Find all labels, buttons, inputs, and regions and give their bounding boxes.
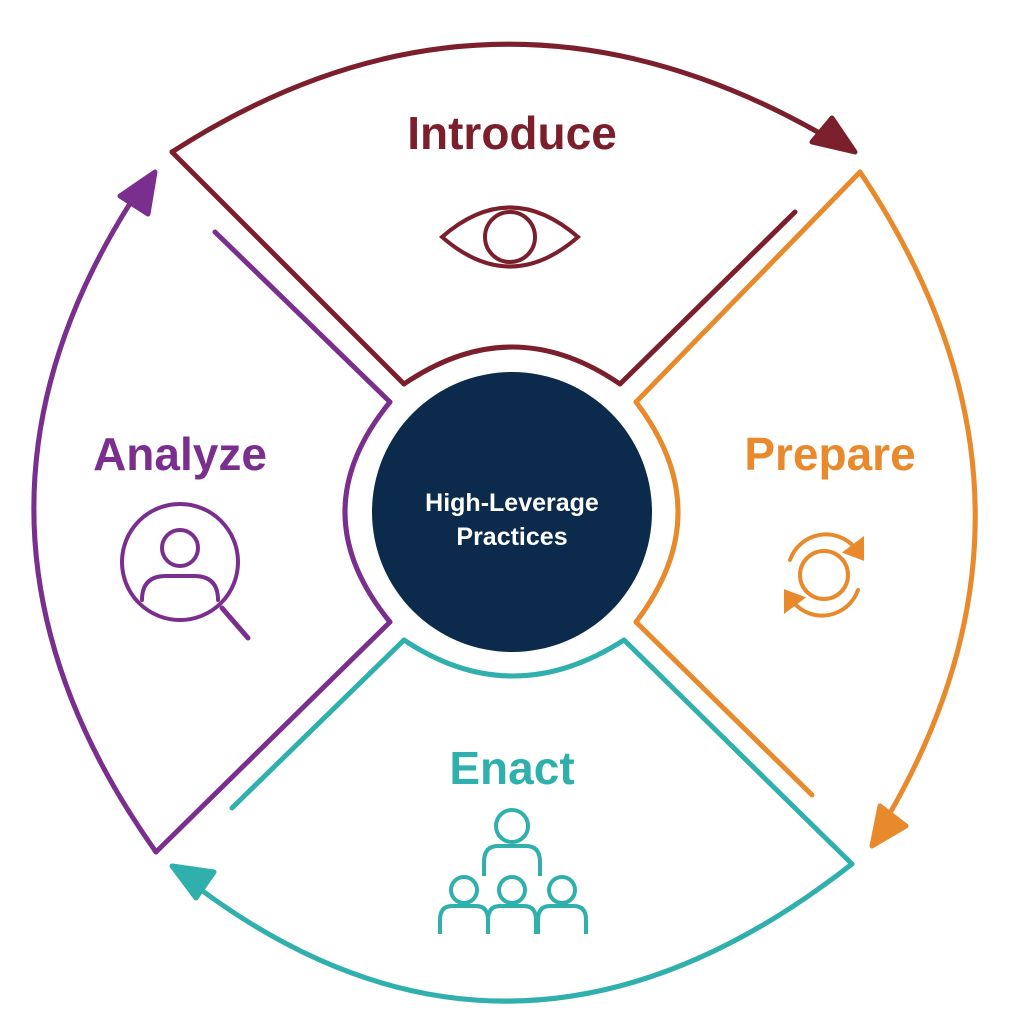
enact-outer-arrow bbox=[185, 861, 855, 1004]
enact-label: Enact bbox=[449, 742, 575, 794]
person-search-icon bbox=[120, 502, 251, 641]
prepare-arrowhead bbox=[869, 803, 909, 849]
enact-segment bbox=[169, 637, 855, 1004]
prepare-segment bbox=[633, 169, 978, 849]
center-title-line1: High-Leverage bbox=[425, 489, 599, 517]
group-people-icon bbox=[438, 808, 588, 934]
analyze-label: Analyze bbox=[93, 428, 267, 480]
center-hub bbox=[366, 366, 658, 658]
analyze-inner-arc bbox=[342, 399, 393, 625]
enact-left-edge bbox=[229, 637, 407, 811]
introduce-segment bbox=[169, 41, 858, 387]
center-title-line2: Practices bbox=[456, 523, 568, 551]
introduce-right-edge bbox=[617, 209, 798, 387]
analyze-segment bbox=[31, 169, 393, 855]
enact-right-edge bbox=[621, 637, 855, 867]
prepare-bottom-edge bbox=[633, 619, 815, 798]
prepare-outer-arrow bbox=[857, 169, 978, 833]
enact-arrowhead bbox=[169, 863, 217, 901]
analyze-top-edge bbox=[212, 229, 393, 405]
introduce-arrowhead bbox=[809, 115, 858, 155]
center-title: High-Leverage Practices bbox=[425, 486, 599, 554]
analyze-arrowhead bbox=[117, 169, 158, 217]
analyze-outer-arrow bbox=[31, 185, 159, 855]
prepare-label: Prepare bbox=[744, 428, 916, 480]
introduce-outer-arrow bbox=[169, 41, 843, 155]
eye-icon bbox=[438, 205, 582, 269]
refresh-cycle-icon bbox=[784, 532, 864, 618]
prepare-inner-arc bbox=[633, 399, 681, 625]
introduce-left-edge bbox=[169, 149, 407, 387]
enact-inner-arc bbox=[401, 637, 627, 679]
prepare-top-edge bbox=[633, 169, 863, 405]
introduce-label: Introduce bbox=[407, 107, 617, 159]
introduce-inner-arc bbox=[401, 344, 623, 387]
analyze-bottom-edge bbox=[153, 619, 393, 855]
